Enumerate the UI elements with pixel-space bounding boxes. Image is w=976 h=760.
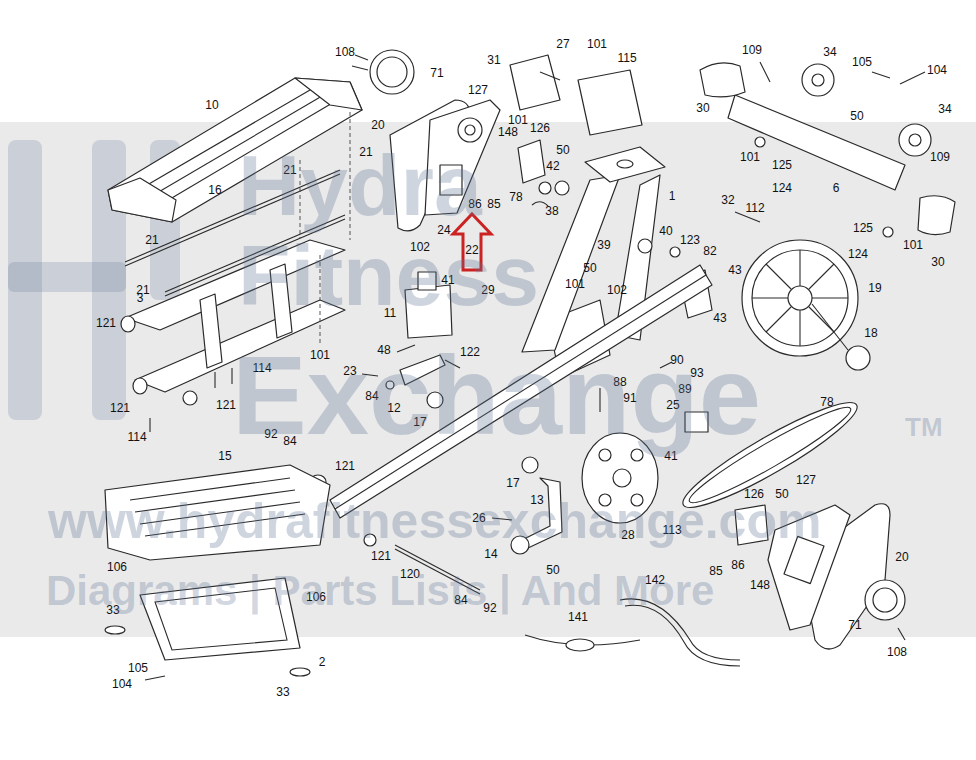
- callout-number: 101: [740, 151, 760, 163]
- callout-number: 115: [617, 52, 636, 64]
- top-tube: [700, 62, 955, 237]
- callout-number: 30: [931, 256, 944, 268]
- callout-number: 20: [895, 551, 908, 563]
- callout-number: 14: [484, 548, 497, 560]
- callout-number: 38: [545, 205, 558, 217]
- callout-number: 102: [607, 284, 627, 296]
- callout-number: 43: [728, 264, 741, 276]
- callout-number: 40: [659, 225, 672, 237]
- callout-number: 30: [696, 102, 709, 114]
- callout-number: 50: [850, 110, 863, 122]
- callout-number: 141: [568, 611, 588, 623]
- callout-number: 105: [852, 56, 872, 68]
- watermark-band: [0, 122, 976, 637]
- callout-number: 18: [864, 327, 877, 339]
- callout-number: 109: [742, 44, 762, 56]
- callout-number: 101: [587, 38, 607, 50]
- callout-number: 34: [938, 103, 951, 115]
- callout-number: 78: [820, 396, 833, 408]
- callout-number: 108: [887, 646, 907, 658]
- callout-number: 125: [772, 159, 792, 171]
- callout-number: 3: [137, 292, 144, 304]
- callout-number: 42: [546, 160, 559, 172]
- brackets-upper: [510, 55, 642, 206]
- watermark-text: Hydra: [238, 142, 482, 228]
- callout-number: 104: [112, 678, 132, 690]
- callout-number: 148: [498, 126, 518, 138]
- callout-number: 19: [868, 282, 881, 294]
- callout-number: 43: [713, 312, 726, 324]
- callout-number: 31: [487, 54, 500, 66]
- callout-number: 15: [218, 450, 231, 462]
- callout-number: 148: [750, 579, 770, 591]
- top-disc: [352, 50, 414, 94]
- watermark-text: Exchange: [232, 340, 761, 452]
- callout-number: 20: [371, 119, 384, 131]
- callout-number: 121: [335, 460, 355, 472]
- callout-number: 6: [833, 182, 840, 194]
- callout-number: 34: [823, 46, 836, 58]
- callout-number: 86: [731, 559, 744, 571]
- callout-number: 85: [487, 198, 500, 210]
- callout-number: 126: [530, 122, 550, 134]
- callout-number: 71: [430, 67, 443, 79]
- callout-number: 127: [468, 84, 488, 96]
- callout-number: 71: [848, 619, 861, 631]
- callout-number: 124: [848, 248, 868, 260]
- callout-number: 33: [276, 686, 289, 698]
- callout-number: 2: [319, 656, 326, 668]
- callout-number: 101: [903, 239, 923, 251]
- callout-number: 114: [127, 431, 146, 443]
- callout-number: 124: [772, 182, 792, 194]
- callout-number: 104: [927, 64, 947, 76]
- callout-number: 82: [703, 245, 716, 257]
- callout-number: 10: [205, 99, 218, 111]
- callout-number: 21: [145, 234, 158, 246]
- callout-number: 105: [128, 662, 148, 674]
- callout-number: 121: [371, 550, 391, 562]
- callout-number: 109: [930, 151, 950, 163]
- callout-number: 32: [721, 194, 734, 206]
- callout-number: 16: [208, 184, 221, 196]
- callout-number: 125: [853, 222, 873, 234]
- callout-number: 121: [110, 402, 130, 414]
- watermark-text: Diagrams | Parts Lists | And More: [46, 570, 714, 612]
- callout-number: 108: [335, 46, 355, 58]
- callout-number: 112: [745, 202, 764, 214]
- callout-number: 17: [506, 477, 519, 489]
- callout-number: 121: [96, 317, 116, 329]
- watermark-text: www.hydrafitnessexchange.com: [48, 496, 821, 546]
- callout-number: 27: [556, 38, 569, 50]
- callout-number: 123: [680, 234, 700, 246]
- watermark-text: Fitness: [238, 232, 539, 318]
- callout-number: 127: [796, 474, 816, 486]
- callout-number: 1: [669, 190, 676, 202]
- callout-number: 39: [597, 239, 610, 251]
- callout-number: 101: [508, 114, 528, 126]
- callout-number: 50: [556, 144, 569, 156]
- callout-number: 50: [583, 262, 596, 274]
- callout-number: 78: [509, 191, 522, 203]
- callout-number: 101: [565, 278, 585, 290]
- watermark-text: TM: [905, 414, 943, 440]
